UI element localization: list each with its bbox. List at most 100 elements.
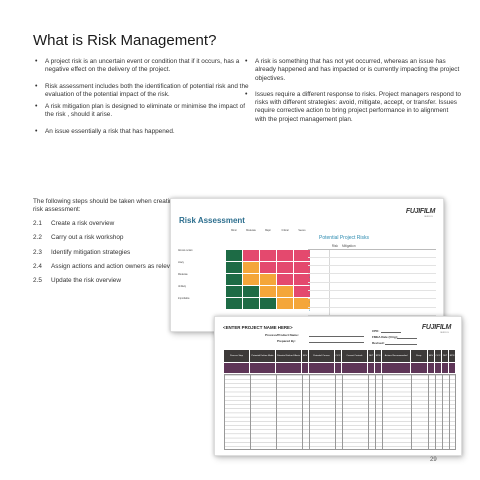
row-number: 8	[308, 307, 330, 316]
fmea-header-cell: OCC	[435, 350, 441, 362]
matrix-cell-green	[226, 298, 242, 309]
bullet-item: An issue essentially a risk that has hap…	[33, 128, 255, 137]
mitigation-cell	[339, 307, 436, 316]
fmea-header-cell: DET	[368, 350, 374, 362]
fmea-header-cell: DET	[442, 350, 448, 362]
row-number: 6	[308, 290, 330, 300]
risk-cell	[329, 298, 340, 308]
grid-divider	[276, 374, 277, 450]
step-text: Carry out a risk workshop	[51, 234, 124, 242]
row-number: 2	[308, 257, 330, 267]
potential-risks-table: Risk Mitigation 123456789	[308, 243, 436, 325]
fujifilm-logo: FUJIFILM	[405, 208, 435, 215]
matrix-cell-red	[260, 250, 276, 261]
mitigation-cell	[339, 249, 436, 258]
table-row: 5	[308, 282, 436, 292]
fmea-header-cell: OCC	[335, 350, 341, 362]
impact-column-label: Severe	[298, 230, 306, 232]
step-text: Assign actions and action owners as rele…	[51, 262, 179, 270]
matrix-cell-red	[294, 250, 310, 261]
fmea-date-line	[397, 338, 417, 339]
grid-divider	[342, 374, 343, 450]
fmea-header-cell: SEV	[428, 350, 434, 362]
matrix-cell-green	[226, 286, 242, 297]
fmea-header-cell: Process Step	[224, 350, 249, 362]
risk-cell	[329, 282, 340, 292]
table-row: 3	[308, 265, 436, 275]
bullet-item: A risk mitigation plan is designed to el…	[33, 103, 255, 120]
risk-cell	[329, 307, 340, 316]
logo-subtitle: SERICOL	[424, 216, 433, 218]
prepared-by-label: Prepared By:	[277, 339, 296, 343]
fmea-header-cell: RPN	[375, 350, 381, 362]
bullet-item: A risk is something that has not yet occ…	[243, 58, 461, 83]
project-form-template-image: <ENTER PROJECT NAME HERE> FUJIFILM SERIC…	[214, 316, 462, 456]
fmea-guidance-cell	[276, 363, 301, 373]
matrix-cell-red	[277, 274, 293, 285]
row-number: 3	[308, 265, 330, 275]
fmea-header-cell: Potential Failure Mode	[250, 350, 275, 362]
row-number: 4	[308, 273, 330, 283]
logo-subtitle: SERICOL	[440, 332, 449, 334]
cpk-line	[381, 332, 401, 333]
page-title: What is Risk Management?	[33, 32, 217, 49]
matrix-cell-green	[226, 262, 242, 273]
table-row: 4	[308, 273, 436, 283]
grid-divider	[411, 374, 412, 450]
col-header-mitigation: Mitigation	[339, 243, 436, 250]
table-row: 2	[308, 257, 436, 267]
step-text: Identify mitigation strategies	[51, 248, 131, 256]
impact-column-label: Major	[265, 230, 271, 232]
page-number: 29	[430, 457, 437, 463]
mitigation-cell	[339, 282, 436, 292]
grid-divider	[428, 374, 429, 450]
fmea-guidance-cell	[411, 363, 427, 373]
table-row: 8	[308, 307, 436, 316]
likelihood-row-label: Likely	[178, 262, 184, 264]
risk-cell	[329, 257, 340, 267]
fmea-guidance-row	[224, 363, 456, 373]
fmea-header-cell: SEV	[302, 350, 308, 362]
matrix-cell-amber	[294, 298, 310, 309]
grid-divider	[382, 374, 383, 450]
table-row: 7	[308, 298, 436, 308]
grid-divider	[449, 374, 450, 450]
fmea-guidance-cell	[224, 363, 249, 373]
step-item: 2.3 Identify mitigation strategies	[33, 249, 193, 257]
fmea-header-cell: Current Controls	[342, 350, 367, 362]
likelihood-row-headers: Almost certain Likely Moderate Unlikely …	[178, 250, 193, 310]
bullet-item: Risk assessment includes both the identi…	[33, 83, 255, 100]
matrix-cell-amber	[260, 286, 276, 297]
matrix-cell-amber	[260, 274, 276, 285]
table-row: 6	[308, 290, 436, 300]
fmea-guidance-cell	[302, 363, 308, 373]
col-header-risk: Risk	[329, 243, 340, 250]
fmea-guidance-cell	[309, 363, 334, 373]
row-number: 5	[308, 282, 330, 292]
grid-divider	[435, 374, 436, 450]
matrix-cell-red	[277, 250, 293, 261]
step-text: Create a risk overview	[51, 220, 115, 227]
matrix-cell-amber	[243, 262, 259, 273]
matrix-cell-green	[226, 250, 242, 261]
mitigation-cell	[339, 265, 436, 275]
matrix-cell-red	[294, 262, 310, 273]
risk-heat-matrix	[226, 250, 310, 309]
impact-column-headers: Minor Moderate Major Critical Severe	[226, 230, 310, 233]
fmea-entry-grid	[224, 374, 456, 450]
step-number: 2.3	[33, 248, 42, 256]
fmea-header-cell: Resp.	[411, 350, 427, 362]
grid-divider	[442, 374, 443, 450]
process-name-label: Process/Product Name:	[265, 333, 299, 337]
process-name-line	[309, 336, 364, 337]
grid-divider	[250, 374, 251, 450]
row-number: 1	[308, 249, 330, 258]
matrix-cell-red	[294, 274, 310, 285]
bullet-item: Issues require a different response to r…	[243, 91, 461, 124]
mitigation-cell	[339, 273, 436, 283]
table-row: 1	[308, 249, 436, 258]
grid-divider	[309, 374, 310, 450]
